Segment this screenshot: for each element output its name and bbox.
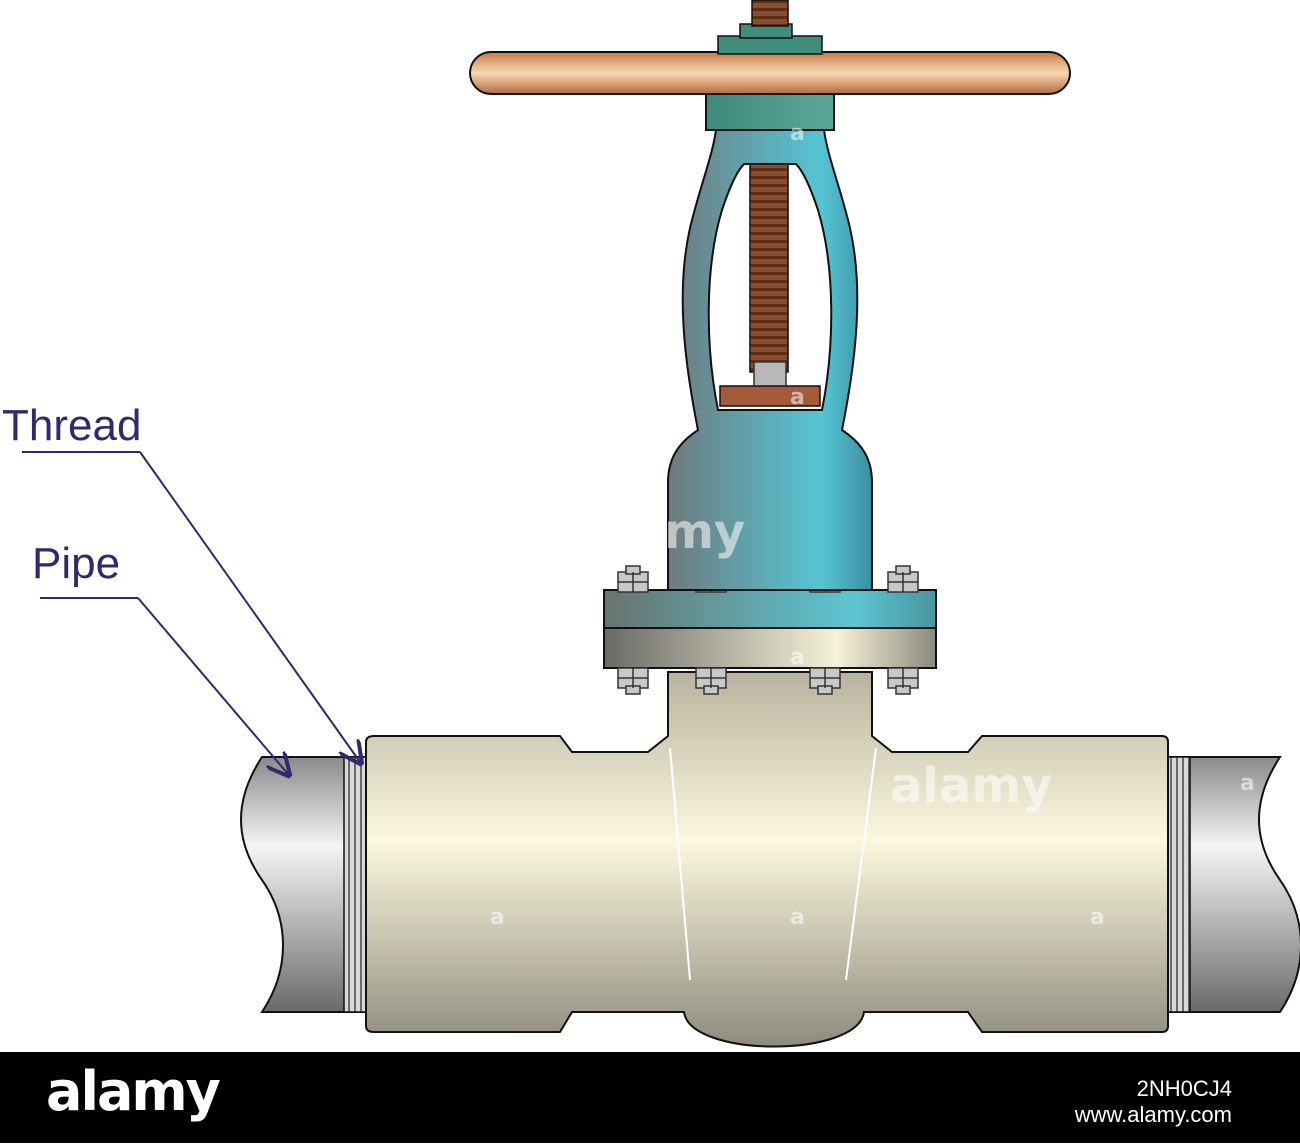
watermark-logo-bonnet: my	[664, 504, 745, 560]
stem-top	[751, 0, 789, 27]
stem-nut	[753, 361, 787, 389]
watermark-mark: a	[1240, 771, 1255, 796]
flange-bolts-bottom	[617, 667, 919, 695]
handwheel-hub	[705, 91, 835, 131]
pipe-callout: Pipe	[32, 539, 288, 774]
left-thread-ring	[343, 756, 367, 1013]
upper-flange	[603, 589, 937, 629]
stem-plate	[719, 385, 821, 407]
body-seam-right	[845, 747, 877, 981]
valve-body	[365, 671, 1169, 1048]
pipe-label: Pipe	[32, 539, 120, 588]
watermark-mark: a	[790, 645, 805, 670]
watermark-mark: a	[790, 121, 805, 146]
site-url: www.alamy.com	[1074, 1102, 1232, 1127]
right-pipe	[1167, 756, 1300, 1013]
thread-arrow	[139, 451, 360, 762]
alamy-logo: alamy	[46, 1060, 221, 1123]
left-pipe	[240, 756, 367, 1013]
watermark-logo-center: alamy	[890, 758, 1053, 814]
footer-credit: 2NH0CJ4 www.alamy.com	[1075, 1076, 1232, 1128]
lower-flange	[603, 627, 937, 669]
body-seam-left	[669, 747, 691, 981]
watermark-mark: a	[1090, 905, 1105, 930]
thread-label: Thread	[2, 401, 141, 450]
valve-stem	[749, 163, 789, 373]
watermark-mark: a	[790, 905, 805, 930]
thread-callout: Thread	[2, 401, 360, 762]
pipe-arrow	[137, 597, 288, 774]
right-thread-ring	[1167, 756, 1191, 1013]
image-id: 2NH0CJ4	[1136, 1076, 1232, 1101]
watermark-overlay: alamy my a a a a a a a	[490, 121, 1255, 930]
watermark-mark: a	[790, 385, 805, 410]
handwheel	[469, 51, 1071, 95]
watermark-footer: alamy 2NH0CJ4 www.alamy.com	[0, 1052, 1300, 1143]
watermark-mark: a	[490, 905, 505, 930]
